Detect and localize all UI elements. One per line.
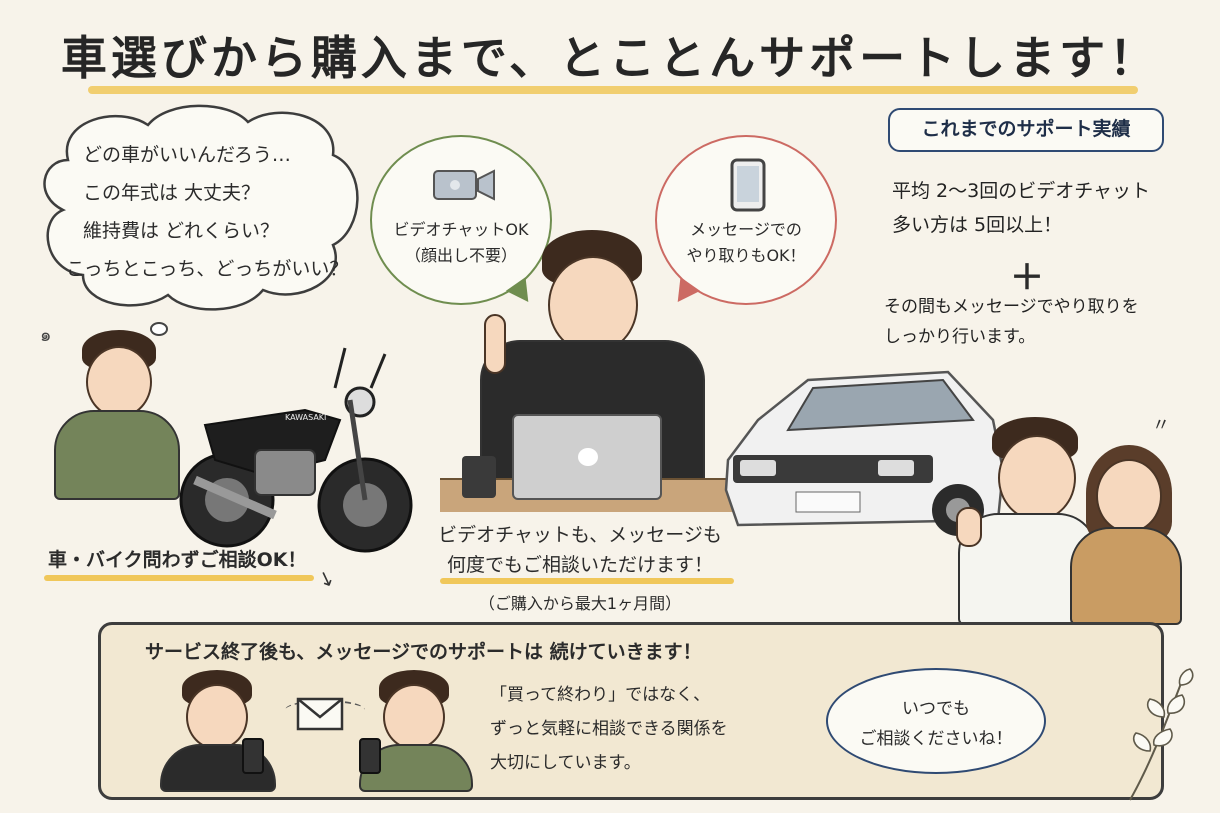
head xyxy=(383,684,445,750)
record-line-2: 多い方は 5回以上！ xyxy=(892,214,1063,236)
thought-line-2: この年式は 大丈夫？ xyxy=(83,182,261,204)
arrow-icon: ↘ xyxy=(314,563,339,593)
oval-line-2: ご相談くださいね！ xyxy=(859,729,1013,749)
thought-line-4: こっちとこっち、どっちがいい？ xyxy=(66,258,349,280)
message-bubble-line-2: やり取りもOK！ xyxy=(686,246,806,265)
head xyxy=(548,256,638,354)
head xyxy=(186,684,248,750)
smartphone-icon xyxy=(730,158,766,212)
footer-man-2-illustration xyxy=(355,668,475,792)
oval-line-1: いつでも xyxy=(902,699,970,719)
motorcycle-illustration: KAWASAKI xyxy=(179,347,413,553)
thought-line-1: どの車がいいんだろう… xyxy=(83,144,291,166)
bike-caption-underline xyxy=(44,575,314,581)
record-label: これまでのサポート実績 xyxy=(888,108,1164,152)
worried-man-illustration: ๑ xyxy=(40,318,180,500)
plus-sign: ＋ xyxy=(1010,258,1044,298)
sparkle-icon: 〃 xyxy=(1152,415,1170,436)
center-man-illustration xyxy=(440,228,740,518)
head-woman xyxy=(1096,459,1162,533)
video-bubble-line-1: ビデオチャットOK xyxy=(393,220,529,239)
footer-man-1-illustration xyxy=(160,668,280,792)
center-caption-sub: （ご購入から最大1ヶ月間） xyxy=(478,594,682,613)
message-bubble-line-1: メッセージでの xyxy=(690,220,802,239)
ask-anytime-oval: いつでも ご相談くださいね！ xyxy=(826,668,1046,774)
record-foot-2: しっかり行います。 xyxy=(884,327,1036,347)
video-camera-icon xyxy=(433,169,495,201)
message-bubble: メッセージでの やり取りもOK！ xyxy=(655,135,837,305)
cloud-shape xyxy=(43,104,359,311)
phone-icon xyxy=(242,738,264,774)
laptop-logo-icon xyxy=(578,448,598,466)
head xyxy=(86,346,152,418)
title-underline xyxy=(88,86,1138,94)
center-caption-line-2: 何度でもご相談いただけます！ xyxy=(446,554,713,576)
video-chat-bubble: ビデオチャットOK （顔出し不要） xyxy=(370,135,552,305)
mug xyxy=(462,456,496,498)
laptop xyxy=(512,414,662,500)
record-line-1: 平均 2～3回のビデオチャット xyxy=(892,180,1151,202)
head-man xyxy=(998,435,1076,521)
envelope-icon xyxy=(296,697,344,731)
green-hoodie xyxy=(54,410,180,500)
video-bubble-line-2: （顔出し不要） xyxy=(404,246,517,265)
phone-icon xyxy=(359,738,381,774)
thought-line-3: 維持費は どれくらい？ xyxy=(83,220,280,242)
happy-couple-illustration: 〃 xyxy=(930,405,1190,625)
record-foot-1: その間もメッセージでやり取りを xyxy=(884,297,1139,317)
footer-title: サービス終了後も、メッセージでのサポートは 続けていきます！ xyxy=(145,641,702,663)
leaf-branch-icon xyxy=(1129,668,1194,801)
thought-dot xyxy=(150,322,168,336)
pointing-finger xyxy=(484,314,506,374)
footer-text-1: 「買って終わり」ではなく、 xyxy=(490,685,711,705)
footer-text-2: ずっと気軽に相談できる関係を xyxy=(490,719,728,739)
center-caption-underline xyxy=(440,578,734,584)
bike-caption: 車・バイク問わずご相談OK！ xyxy=(48,549,307,571)
orange-sweater xyxy=(1070,527,1182,625)
page-title: 車選びから購入まで、とことんサポートします！ xyxy=(60,31,1160,85)
center-caption-line-1: ビデオチャットも、メッセージも xyxy=(438,524,722,546)
thought-cloud: どの車がいいんだろう… この年式は 大丈夫？ 維持費は どれくらい？ こっちとこ… xyxy=(28,100,368,320)
worry-scribble-icon: ๑ xyxy=(40,325,52,346)
motorcycle-brand-label: KAWASAKI xyxy=(285,413,326,422)
car-illustration xyxy=(724,370,1005,536)
footer-text-3: 大切にしています。 xyxy=(490,753,641,773)
thumbs-up-icon xyxy=(956,507,982,547)
